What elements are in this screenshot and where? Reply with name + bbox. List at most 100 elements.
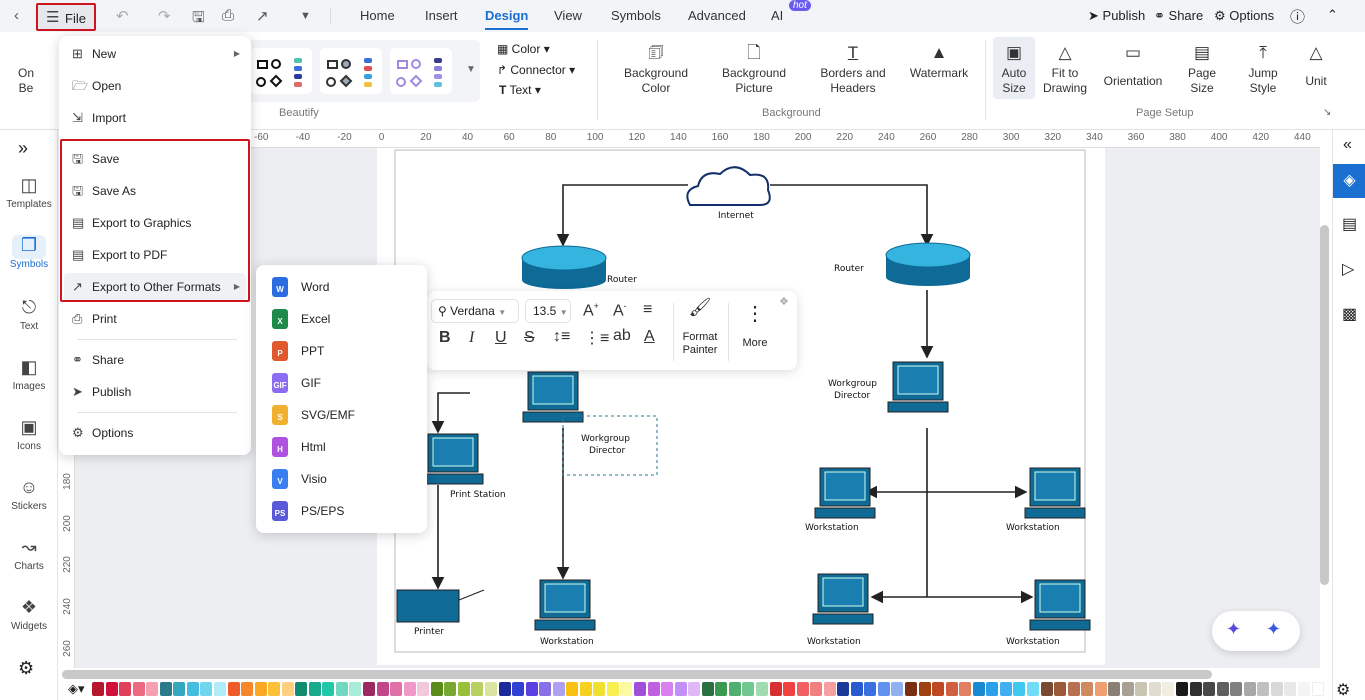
settings-icon[interactable]: ⚙	[18, 658, 35, 678]
color-swatch[interactable]	[363, 682, 375, 696]
ai-magic-icon[interactable]: ✦	[1226, 619, 1242, 639]
color-swatch[interactable]	[593, 682, 606, 696]
color-swatch[interactable]	[173, 682, 186, 696]
orientation-button[interactable]: ▭Orientation	[1098, 42, 1168, 88]
color-swatch[interactable]	[417, 682, 430, 696]
color-swatch[interactable]	[728, 682, 741, 696]
color-swatch[interactable]	[891, 682, 904, 696]
color-swatch[interactable]	[146, 682, 159, 696]
color-swatch[interactable]	[159, 682, 172, 696]
customize-icon[interactable]: ▼	[300, 10, 311, 22]
style-preset-2[interactable]	[320, 48, 382, 94]
color-swatch[interactable]	[850, 682, 863, 696]
color-swatch[interactable]	[932, 682, 945, 696]
menu-item-save[interactable]: 🖫Save	[64, 145, 246, 173]
menu-item-publish[interactable]: ➤Publish	[64, 378, 246, 406]
color-swatch[interactable]	[945, 682, 958, 696]
menu-item-options[interactable]: ⚙Options	[64, 419, 246, 447]
vertical-scrollbar[interactable]	[1320, 225, 1329, 585]
color-swatch[interactable]	[132, 682, 145, 696]
color-swatch[interactable]	[1284, 682, 1297, 696]
menu-item-import[interactable]: ⇲Import	[64, 104, 246, 132]
color-swatch[interactable]	[1257, 682, 1270, 696]
style-preset-3[interactable]	[390, 48, 452, 94]
color-swatch[interactable]	[1013, 682, 1026, 696]
color-swatch[interactable]	[905, 682, 917, 696]
color-swatch[interactable]	[403, 682, 416, 696]
collapse-ribbon-icon[interactable]: ⌃	[1327, 7, 1338, 22]
router-right-icon[interactable]	[885, 242, 971, 286]
color-swatch[interactable]	[742, 682, 755, 696]
color-swatch[interactable]	[186, 682, 199, 696]
more-button[interactable]: ⋮More	[735, 301, 775, 349]
color-swatch[interactable]	[119, 682, 132, 696]
color-swatch[interactable]	[1203, 682, 1216, 696]
menu-item-export-other[interactable]: ↗Export to Other Formats▶	[64, 273, 246, 301]
palette-settings-icon[interactable]: ⚙	[1336, 682, 1351, 699]
color-swatch[interactable]	[688, 682, 701, 696]
sidebar-item-icons[interactable]: ▣Icons	[0, 417, 58, 452]
color-swatch[interactable]	[783, 682, 796, 696]
color-swatch[interactable]	[105, 682, 118, 696]
workstation-icon[interactable]	[1029, 579, 1091, 631]
color-swatch[interactable]	[823, 682, 836, 696]
color-swatch[interactable]	[552, 682, 565, 696]
workstation-icon[interactable]	[812, 573, 874, 625]
watermark-button[interactable]: ▲Watermark	[904, 42, 974, 81]
color-swatch[interactable]	[1108, 682, 1121, 696]
color-swatch[interactable]	[376, 682, 389, 696]
color-swatch[interactable]	[1297, 682, 1310, 696]
color-swatch[interactable]	[918, 682, 931, 696]
color-swatch[interactable]	[349, 682, 362, 696]
pin-icon[interactable]: ❖	[779, 296, 789, 308]
text-button[interactable]: T Text ▾	[499, 83, 541, 97]
color-swatch[interactable]	[1081, 682, 1094, 696]
color-swatch[interactable]	[769, 682, 782, 696]
workgroup-director-left-icon[interactable]	[522, 371, 584, 423]
color-swatch[interactable]	[959, 682, 972, 696]
undo-icon[interactable]: ↶	[116, 8, 129, 25]
color-swatch[interactable]	[430, 682, 443, 696]
workstation-icon[interactable]	[814, 467, 876, 519]
color-swatch[interactable]	[295, 682, 308, 696]
color-swatch[interactable]	[864, 682, 877, 696]
print-icon[interactable]: ⎙	[222, 7, 235, 24]
sidebar-item-charts[interactable]: ↝Charts	[0, 537, 58, 572]
color-swatch[interactable]	[92, 682, 104, 696]
router-left-icon[interactable]	[521, 245, 607, 289]
export-icon[interactable]: ↗	[256, 8, 269, 25]
tab-view[interactable]: View	[554, 8, 582, 23]
color-swatch[interactable]	[1026, 682, 1039, 696]
page-setup-launcher-icon[interactable]: ↘	[1323, 107, 1332, 118]
sidebar-item-templates[interactable]: ◫Templates	[0, 175, 58, 210]
color-swatch[interactable]	[1162, 682, 1175, 696]
workstation-icon[interactable]	[1024, 467, 1086, 519]
expand-styles-icon[interactable]: ▼	[466, 64, 476, 75]
color-swatch[interactable]	[1148, 682, 1161, 696]
color-swatch[interactable]	[308, 682, 321, 696]
color-swatch[interactable]	[1067, 682, 1080, 696]
tab-insert[interactable]: Insert	[425, 8, 458, 23]
color-swatch[interactable]	[1311, 682, 1324, 696]
color-swatch[interactable]	[539, 682, 552, 696]
color-swatch[interactable]	[877, 682, 890, 696]
color-swatch[interactable]	[444, 682, 457, 696]
color-swatch[interactable]	[390, 682, 403, 696]
menu-item-export-pdf[interactable]: ▤Export to PDF	[64, 241, 246, 269]
color-swatch[interactable]	[986, 682, 999, 696]
style-preset-1[interactable]	[250, 48, 312, 94]
color-swatch[interactable]	[512, 682, 525, 696]
tab-symbols[interactable]: Symbols	[611, 8, 661, 23]
color-swatch[interactable]	[674, 682, 687, 696]
font-size-select[interactable]: 13.5 ▼	[525, 299, 571, 323]
